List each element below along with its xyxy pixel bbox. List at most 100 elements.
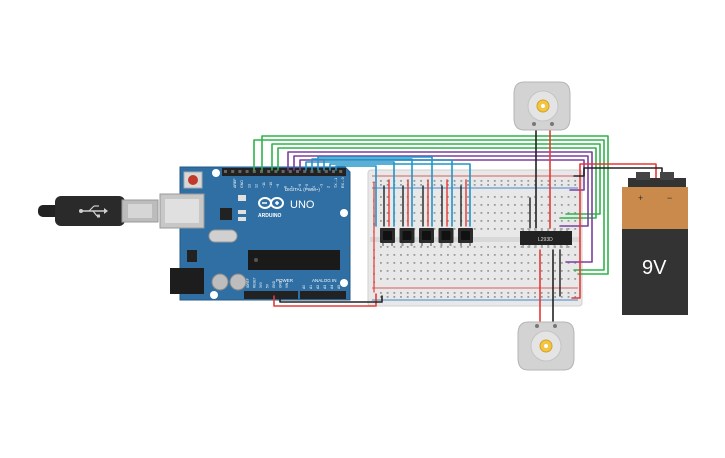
terminal-hole — [574, 220, 577, 222]
pin-label: AREF — [233, 178, 237, 188]
terminal-hole — [493, 278, 496, 280]
rail-hole — [460, 180, 463, 182]
terminal-hole — [520, 220, 523, 222]
header-pin — [303, 170, 307, 173]
terminal-hole — [567, 246, 570, 248]
pushbutton[interactable] — [399, 228, 415, 246]
rail-hole — [406, 292, 409, 294]
wire-green — [261, 135, 609, 275]
terminal-hole — [380, 270, 382, 272]
terminal-hole — [440, 220, 443, 222]
rail-hole — [527, 296, 530, 298]
wire-black — [573, 167, 663, 179]
rail-hole — [420, 296, 422, 298]
terminal-hole — [540, 212, 543, 214]
power-pin-label: GND — [279, 280, 283, 288]
rail-hole — [386, 296, 389, 298]
power-pin-label: RESET — [253, 277, 257, 288]
analog-header — [300, 291, 346, 299]
terminal-hole — [547, 254, 550, 256]
terminal-hole — [473, 246, 476, 248]
terminal-hole — [380, 196, 382, 198]
rail-hole — [574, 296, 577, 298]
terminal-hole — [480, 262, 483, 264]
terminal-hole — [507, 278, 510, 280]
terminal-hole — [567, 270, 570, 272]
terminal-hole — [380, 278, 382, 280]
pushbutton[interactable] — [458, 228, 473, 246]
rail-hole — [467, 292, 469, 294]
terminal-hole — [560, 228, 563, 230]
rail-hole — [507, 296, 510, 298]
terminal-hole — [460, 262, 463, 264]
terminal-hole — [467, 212, 469, 214]
rail-hole — [433, 184, 436, 186]
mounting-hole — [340, 209, 348, 217]
terminal-hole — [493, 212, 496, 214]
terminal-hole — [453, 254, 456, 256]
terminal-hole — [560, 212, 563, 214]
pin-label: ~10 — [269, 182, 273, 188]
terminal-hole — [507, 254, 510, 256]
rail-hole — [380, 184, 382, 186]
rail-hole — [380, 180, 382, 182]
driver-ic-label: L293D — [538, 237, 553, 243]
pin-label: 12 — [255, 184, 259, 188]
pin-label: ~11 — [262, 182, 266, 188]
rail-hole — [487, 292, 489, 294]
rail-hole — [514, 184, 516, 186]
terminal-hole — [433, 196, 436, 198]
analog-pin-label: A1 — [309, 285, 313, 289]
rail-hole — [520, 184, 523, 186]
terminal-hole — [527, 196, 530, 198]
pushbutton[interactable] — [438, 228, 454, 246]
terminal-hole — [380, 212, 382, 214]
rail-hole — [534, 180, 536, 182]
rail-hole — [426, 296, 429, 298]
terminal-hole — [447, 262, 449, 264]
rail-hole — [400, 180, 402, 182]
terminal-hole — [540, 270, 543, 272]
rail-hole — [440, 184, 443, 186]
terminal-hole — [473, 262, 476, 264]
terminal-hole — [447, 204, 449, 206]
terminal-hole — [447, 220, 449, 222]
rail-hole — [406, 296, 409, 298]
terminal-hole — [386, 278, 389, 280]
terminal-hole — [493, 270, 496, 272]
terminal-hole — [453, 204, 456, 206]
rail-hole — [493, 292, 496, 294]
rail-hole — [560, 184, 563, 186]
wire-red — [273, 293, 377, 307]
terminal-hole — [574, 262, 577, 264]
terminal-hole — [440, 278, 443, 280]
reset-button[interactable] — [183, 171, 203, 189]
terminal-hole — [460, 246, 463, 248]
rail-hole — [574, 180, 577, 182]
rail-hole — [527, 180, 530, 182]
arduino-uno-board[interactable]: ARDUINO UNO DIGITAL (PWM~) POWER ANALOG … — [159, 166, 351, 301]
dc-motor-top — [513, 81, 571, 131]
rail-hole — [426, 292, 429, 294]
terminal-hole — [440, 254, 443, 256]
rail-hole — [574, 292, 577, 294]
terminal-hole — [480, 220, 483, 222]
terminal-hole — [386, 204, 389, 206]
terminal-hole — [514, 278, 516, 280]
rail-hole — [386, 292, 389, 294]
terminal-hole — [453, 196, 456, 198]
terminal-hole — [447, 254, 449, 256]
row-letter: j — [372, 197, 374, 202]
pin-label: ~6 — [298, 184, 302, 188]
capacitor — [229, 273, 247, 291]
terminal-hole — [567, 278, 570, 280]
terminal-hole — [554, 220, 556, 222]
terminal-hole — [493, 228, 496, 230]
pin-label: RX←0 — [341, 177, 345, 188]
rail-hole — [540, 184, 543, 186]
pushbutton[interactable] — [380, 228, 395, 246]
terminal-hole — [386, 212, 389, 214]
pushbutton[interactable] — [419, 228, 434, 246]
terminal-hole — [493, 246, 496, 248]
